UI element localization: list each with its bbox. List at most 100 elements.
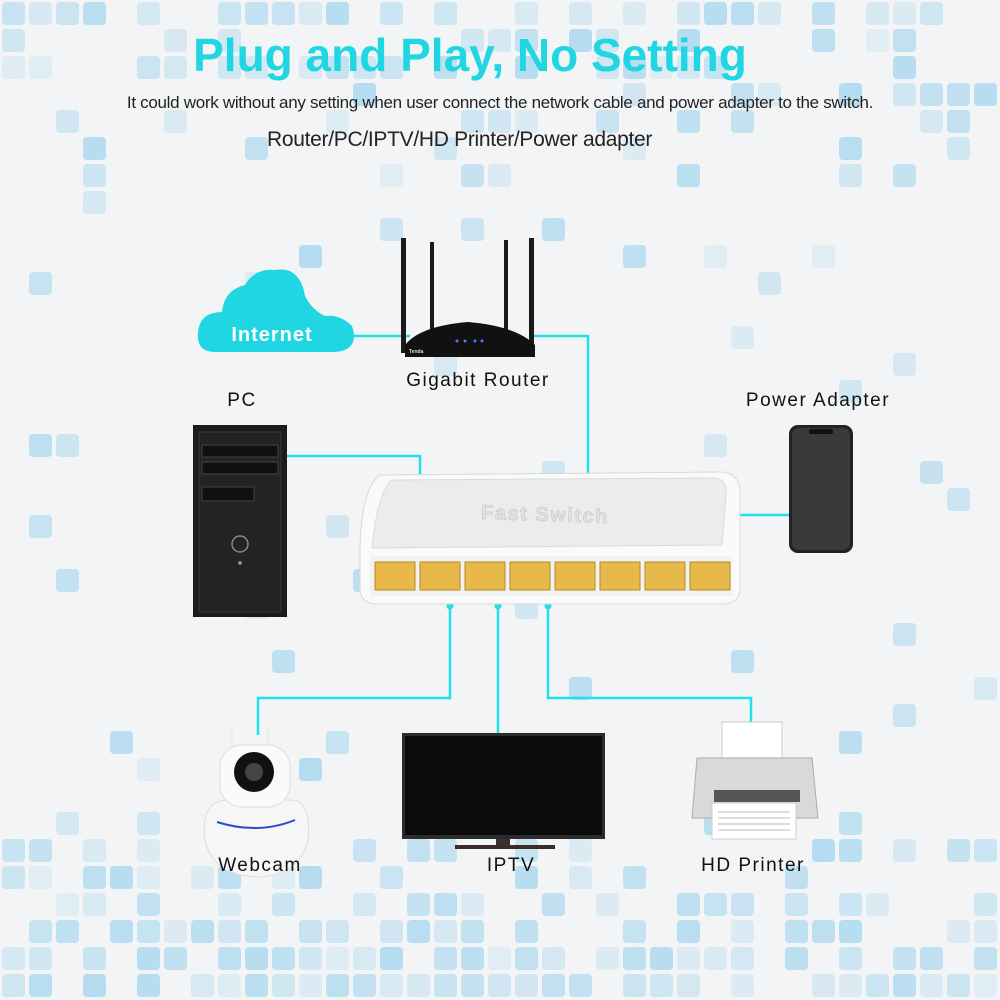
mosaic-tile: [407, 920, 430, 943]
mosaic-tile: [137, 56, 160, 79]
mosaic-tile: [83, 947, 106, 970]
line-router-switch: [530, 334, 590, 476]
mosaic-tile: [974, 893, 997, 916]
mosaic-tile: [434, 893, 457, 916]
mosaic-tile: [704, 893, 727, 916]
mosaic-tile: [461, 218, 484, 241]
mosaic-tile: [299, 56, 322, 79]
mosaic-tile: [866, 893, 889, 916]
mosaic-tile: [245, 56, 268, 79]
mosaic-tile: [29, 839, 52, 862]
mosaic-tile: [569, 866, 592, 889]
mosaic-tile: [623, 2, 646, 25]
mosaic-tile: [299, 947, 322, 970]
mosaic-tile: [758, 272, 781, 295]
mosaic-tile: [326, 110, 349, 133]
mosaic-tile: [56, 920, 79, 943]
mosaic-tile: [2, 866, 25, 889]
mosaic-tile: [947, 137, 970, 160]
mosaic-tile: [164, 920, 187, 943]
subtitle: It could work without any setting when u…: [126, 93, 874, 112]
mosaic-tile: [920, 2, 943, 25]
mosaic-tile: [704, 245, 727, 268]
mosaic-tile: [353, 839, 376, 862]
mosaic-tile: [326, 974, 349, 997]
mosaic-tile: [731, 83, 754, 106]
mosaic-tile: [461, 893, 484, 916]
mosaic-tile: [569, 974, 592, 997]
mosaic-tile: [245, 974, 268, 997]
mosaic-tile: [29, 974, 52, 997]
mosaic-tile: [56, 893, 79, 916]
mosaic-tile: [974, 83, 997, 106]
devices-line: Router/PC/IPTV/HD Printer/Power adapter: [267, 128, 653, 151]
mosaic-tile: [2, 56, 25, 79]
mosaic-tile: [83, 893, 106, 916]
line-switch-printer: [546, 607, 753, 722]
printer-label: HD Printer: [701, 855, 805, 876]
cloud-icon: [197, 269, 354, 352]
mosaic-tile: [137, 812, 160, 835]
mosaic-tile: [893, 623, 916, 646]
mosaic-tile: [29, 434, 52, 457]
mosaic-tile: [677, 110, 700, 133]
mosaic-tile: [947, 110, 970, 133]
mosaic-tile: [677, 974, 700, 997]
mosaic-tile: [839, 947, 862, 970]
mosaic-tile: [839, 974, 862, 997]
mosaic-tile: [137, 893, 160, 916]
page-title: Plug and Play, No Setting: [193, 29, 747, 81]
mosaic-tile: [299, 920, 322, 943]
mosaic-tile: [353, 893, 376, 916]
mosaic-tile: [731, 110, 754, 133]
mosaic-tile: [947, 920, 970, 943]
mosaic-tile: [407, 974, 430, 997]
mosaic-tile: [326, 2, 349, 25]
mosaic-tile: [839, 839, 862, 862]
mosaic-tile: [326, 947, 349, 970]
mosaic-tile: [29, 515, 52, 538]
mosaic-tile: [920, 83, 943, 106]
mosaic-tile: [272, 974, 295, 997]
mosaic-tile: [542, 974, 565, 997]
mosaic-tile: [515, 947, 538, 970]
mosaic-tile: [488, 164, 511, 187]
mosaic-tile: [812, 245, 835, 268]
mosaic-tile: [218, 2, 241, 25]
mosaic-tile: [677, 56, 700, 79]
mosaic-tile: [677, 893, 700, 916]
mosaic-tile: [542, 218, 565, 241]
mosaic-tile: [488, 29, 511, 52]
mosaic-tile: [272, 947, 295, 970]
mosaic-tile: [596, 56, 619, 79]
mosaic-tile: [731, 2, 754, 25]
mosaic-tile: [569, 2, 592, 25]
pc-tower-icon: [193, 425, 287, 617]
mosaic-tile: [245, 2, 268, 25]
mosaic-tile: [893, 83, 916, 106]
line-pc-switch: [287, 454, 422, 476]
mosaic-tile: [731, 893, 754, 916]
mosaic-tile: [974, 677, 997, 700]
mosaic-tile: [839, 812, 862, 835]
mosaic-tile: [110, 731, 133, 754]
mosaic-tile: [785, 866, 808, 889]
mosaic-tile: [434, 2, 457, 25]
mosaic-tile: [83, 974, 106, 997]
mosaic-tile: [785, 920, 808, 943]
mosaic-tile: [623, 137, 646, 160]
mosaic-tile: [218, 56, 241, 79]
mosaic-tile: [2, 947, 25, 970]
mosaic-tile: [56, 569, 79, 592]
mosaic-tile: [29, 272, 52, 295]
mosaic-tile: [137, 920, 160, 943]
mosaic-tile: [434, 920, 457, 943]
mosaic-tile: [299, 2, 322, 25]
mosaic-tile: [515, 839, 538, 862]
mosaic-tile: [893, 29, 916, 52]
mosaic-tile: [83, 137, 106, 160]
iptv-label: IPTV: [486, 855, 536, 876]
mosaic-tile: [569, 839, 592, 862]
tv-icon: [402, 733, 605, 849]
mosaic-tile: [623, 974, 646, 997]
